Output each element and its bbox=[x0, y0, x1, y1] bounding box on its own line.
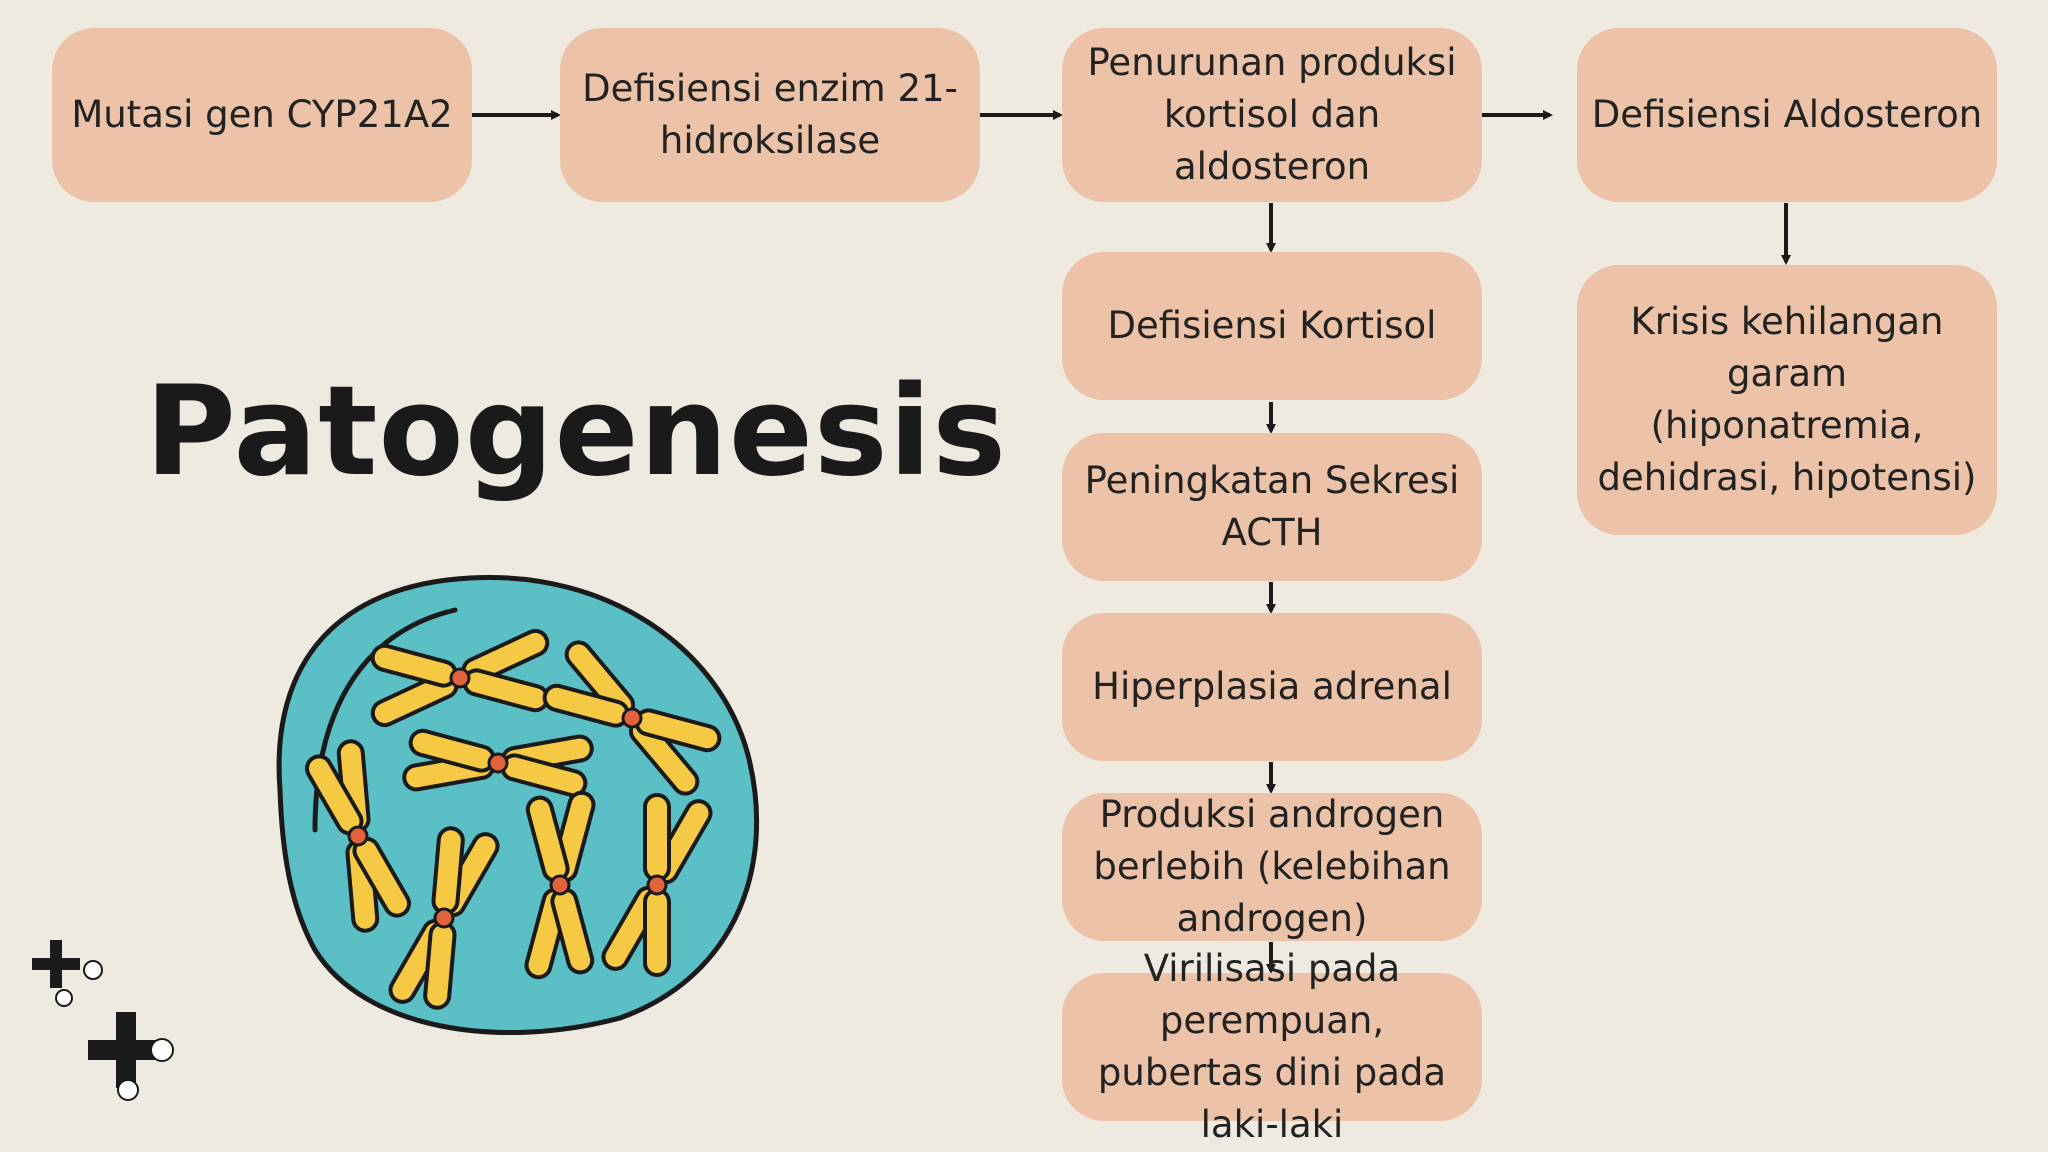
node-krisis-garam-label: Krisis kehilangan garam (hiponatremia, d… bbox=[1597, 300, 1977, 499]
node-virilisasi: Virilisasi pada perempuan, pubertas dini… bbox=[1062, 947, 1482, 1146]
node-mutasi-gen: Mutasi gen CYP21A2 bbox=[52, 28, 472, 202]
node-sekresi-acth: Peningkatan Sekresi ACTH bbox=[1062, 433, 1482, 581]
node-defisiensi-aldosteron-label: Defisiensi Aldosteron bbox=[1591, 93, 1983, 136]
node-mutasi-gen-label: Mutasi gen CYP21A2 bbox=[71, 93, 453, 136]
node-krisis-garam: Krisis kehilangan garam (hiponatremia, d… bbox=[1577, 265, 1997, 535]
node-penurunan-produksi: Penurunan produksi kortisol dan aldoster… bbox=[1062, 28, 1482, 202]
node-defisiensi-aldosteron: Defisiensi Aldosteron bbox=[1577, 28, 1997, 202]
node-defisiensi-enzim-label: Defisiensi enzim 21-hidroksilase bbox=[582, 67, 958, 162]
node-hiperplasia-adrenal-label: Hiperplasia adrenal bbox=[1092, 665, 1452, 708]
node-defisiensi-enzim: Defisiensi enzim 21-hidroksilase bbox=[560, 28, 980, 202]
node-penurunan-produksi-label: Penurunan produksi kortisol dan aldoster… bbox=[1087, 41, 1457, 188]
node-virilisasi-label: Virilisasi pada perempuan, pubertas dini… bbox=[1097, 947, 1447, 1146]
node-produksi-androgen: Produksi androgen berlebih (kelebihan an… bbox=[1062, 793, 1482, 941]
node-produksi-androgen-label: Produksi androgen berlebih (kelebihan an… bbox=[1093, 793, 1451, 940]
node-defisiensi-kortisol: Defisiensi Kortisol bbox=[1062, 252, 1482, 400]
node-hiperplasia-adrenal: Hiperplasia adrenal bbox=[1062, 613, 1482, 761]
page-title: Patogenesis bbox=[145, 360, 1008, 504]
node-defisiensi-kortisol-label: Defisiensi Kortisol bbox=[1107, 304, 1437, 347]
node-sekresi-acth-label: Peningkatan Sekresi ACTH bbox=[1084, 459, 1460, 554]
